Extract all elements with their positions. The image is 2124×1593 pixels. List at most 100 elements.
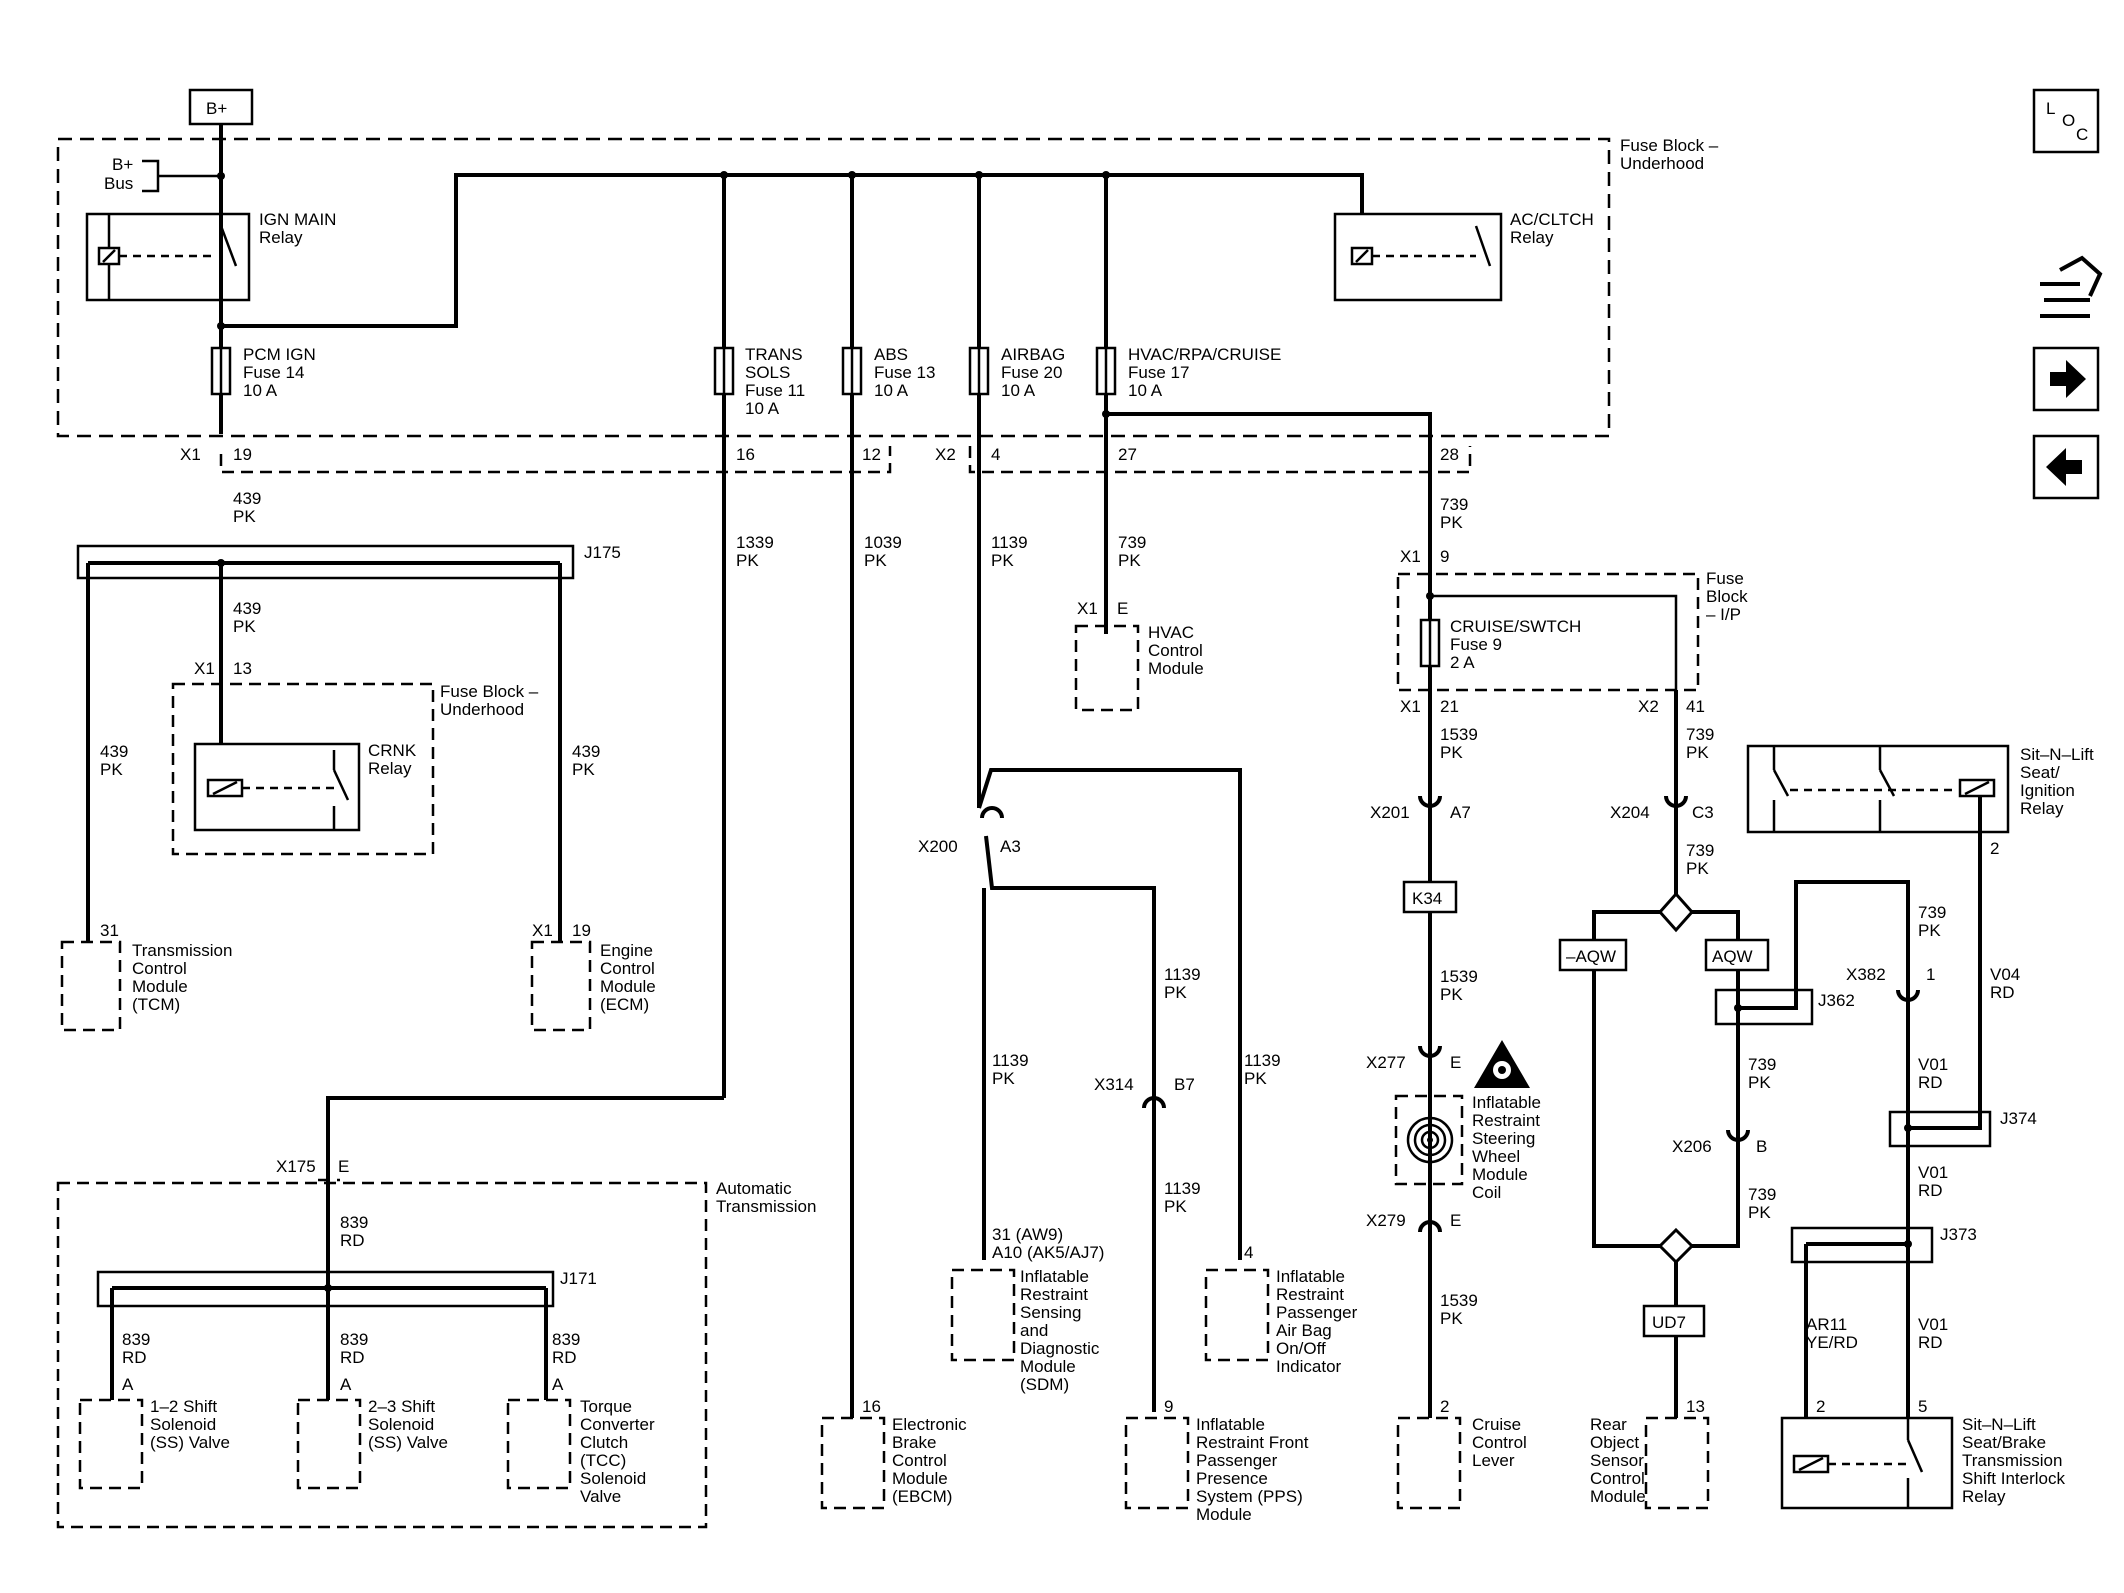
svg-text:Fuse Block –: Fuse Block – <box>1620 136 1719 155</box>
svg-text:Fuse Block –: Fuse Block – <box>440 682 539 701</box>
ecm-module <box>530 940 592 1032</box>
svg-text:Module: Module <box>892 1469 948 1488</box>
svg-text:Inflatable: Inflatable <box>1020 1267 1089 1286</box>
arrow-left-icon[interactable] <box>2032 434 2100 500</box>
svg-text:Control: Control <box>1472 1433 1527 1452</box>
svg-text:1039: 1039 <box>864 533 902 552</box>
svg-text:739: 739 <box>1686 841 1714 860</box>
ac-cltch-relay <box>1333 212 1503 302</box>
splice-j362-label: J362 <box>1818 991 1855 1010</box>
svg-text:Relay: Relay <box>368 759 412 778</box>
svg-text:Torque: Torque <box>580 1397 632 1416</box>
svg-text:X200: X200 <box>918 837 958 856</box>
svg-text:Engine: Engine <box>600 941 653 960</box>
hvac-connector: X1 E <box>1077 599 1128 618</box>
svg-text:2–3 Shift: 2–3 Shift <box>368 1397 435 1416</box>
ebcm-module <box>820 1416 886 1510</box>
ebcm-label: Electronic Brake Control Module (EBCM) <box>892 1415 967 1506</box>
sit-n-lift-brake-relay <box>1780 1416 1954 1510</box>
svg-text:Sit–N–Lift: Sit–N–Lift <box>1962 1415 2036 1434</box>
crnk-fuse-block-label: Fuse Block – Underhood <box>440 682 539 719</box>
connector-x200: X200 A3 <box>918 837 1021 856</box>
svg-text:X1: X1 <box>532 921 553 940</box>
tcm-pin: 31 <box>100 921 119 940</box>
svg-text:Fuse 13: Fuse 13 <box>874 363 935 382</box>
svg-text:41: 41 <box>1686 697 1705 716</box>
svg-text:PK: PK <box>1686 743 1709 762</box>
splice-j362 <box>1714 988 1814 1026</box>
splice-diamond-bottom <box>1657 1227 1695 1265</box>
fuse-abs: ABS Fuse 13 10 A <box>841 175 935 1418</box>
rear-obj-module <box>1644 1416 1710 1510</box>
svg-text:PK: PK <box>100 760 123 779</box>
svg-text:Module: Module <box>1148 659 1204 678</box>
svg-text:A3: A3 <box>1000 837 1021 856</box>
svg-text:A: A <box>552 1375 564 1394</box>
solenoid-2-3-label: 2–3 Shift Solenoid (SS) Valve <box>368 1397 448 1452</box>
splice-j374 <box>1888 1110 1992 1148</box>
svg-text:Module: Module <box>132 977 188 996</box>
svg-text:PK: PK <box>1748 1073 1771 1092</box>
pps-module <box>1124 1416 1190 1510</box>
svg-text:Transmission: Transmission <box>716 1197 816 1216</box>
wire-439-a: 439 PK <box>233 489 261 526</box>
fuse-block-ip-in-connector: X1 9 <box>1400 547 1449 566</box>
wire-1539-c: 1539 PK <box>1440 1291 1478 1328</box>
fuse-pcm-ign: PCM IGN Fuse 14 10 A <box>210 345 316 400</box>
svg-text:PK: PK <box>1686 859 1709 878</box>
svg-text:Presence: Presence <box>1196 1469 1268 1488</box>
svg-text:B+: B+ <box>112 155 133 174</box>
wire-739-e: 739 PK <box>1748 1055 1776 1092</box>
svg-text:A10 (AK5/AJ7): A10 (AK5/AJ7) <box>992 1243 1104 1262</box>
wire-839-a: 839 RD <box>340 1213 368 1250</box>
sit-n-lift-ignition-relay <box>1746 744 2010 834</box>
svg-text:Block: Block <box>1706 587 1748 606</box>
connector-x279: X279 E <box>1366 1211 1461 1233</box>
wire-1139-e: 1139 PK <box>1164 1179 1201 1216</box>
sdm-module <box>950 1268 1016 1362</box>
svg-text:HVAC: HVAC <box>1148 623 1194 642</box>
svg-text:RD: RD <box>122 1348 147 1367</box>
svg-text:X279: X279 <box>1366 1211 1406 1230</box>
svg-text:(TCC): (TCC) <box>580 1451 626 1470</box>
svg-text:1–2 Shift: 1–2 Shift <box>150 1397 217 1416</box>
wire-v01-c: V01 RD <box>1918 1315 1948 1352</box>
svg-text:X201: X201 <box>1370 803 1410 822</box>
svg-text:Module: Module <box>1196 1505 1252 1524</box>
svg-text:HVAC/RPA/CRUISE: HVAC/RPA/CRUISE <box>1128 345 1281 364</box>
arrow-right-icon[interactable] <box>2032 346 2100 412</box>
loc-icon[interactable]: L O C <box>2032 88 2100 154</box>
fuse-block-underhood-frame <box>56 137 1611 438</box>
crnk-relay <box>193 563 361 832</box>
rear-obj-pin: 13 <box>1686 1397 1705 1416</box>
automatic-transmission-frame <box>56 1181 708 1529</box>
cruise-lever-module <box>1396 1416 1462 1510</box>
svg-text:TRANS: TRANS <box>745 345 803 364</box>
sit-n-lift-ignition-label: Sit–N–Lift Seat/ Ignition Relay <box>2020 745 2094 818</box>
solenoid-1-2 <box>78 1398 144 1490</box>
svg-text:Sensing: Sensing <box>1020 1303 1081 1322</box>
svg-text:PK: PK <box>992 1069 1015 1088</box>
svg-text:X204: X204 <box>1610 803 1650 822</box>
svg-text:Module: Module <box>1472 1165 1528 1184</box>
option-aqw <box>1704 938 1770 972</box>
circuit-wrench-icon[interactable] <box>2040 255 2103 318</box>
fuse-hvac-rpa-cruise: HVAC/RPA/CRUISE Fuse 17 10 A <box>1095 175 1281 634</box>
svg-text:(TCM): (TCM) <box>132 995 180 1014</box>
svg-text:739: 739 <box>1440 495 1468 514</box>
sit-n-lift-brake-pins: 2 5 <box>1816 1397 1927 1416</box>
svg-text:Relay: Relay <box>1962 1487 2006 1506</box>
svg-text:Steering: Steering <box>1472 1129 1535 1148</box>
svg-text:X1: X1 <box>180 445 201 464</box>
ecm-connector: X1 19 <box>532 921 591 940</box>
svg-text:2 A: 2 A <box>1450 653 1475 672</box>
svg-text:A: A <box>122 1375 134 1394</box>
svg-text:PK: PK <box>736 551 759 570</box>
svg-text:Relay: Relay <box>1510 228 1554 247</box>
svg-text:16: 16 <box>736 445 755 464</box>
svg-text:PK: PK <box>1440 985 1463 1004</box>
wire-v01-a: V01 RD <box>1918 1055 1948 1092</box>
splice-diamond-top <box>1657 891 1695 933</box>
svg-text:X314: X314 <box>1094 1075 1134 1094</box>
tcm-module <box>60 940 122 1032</box>
